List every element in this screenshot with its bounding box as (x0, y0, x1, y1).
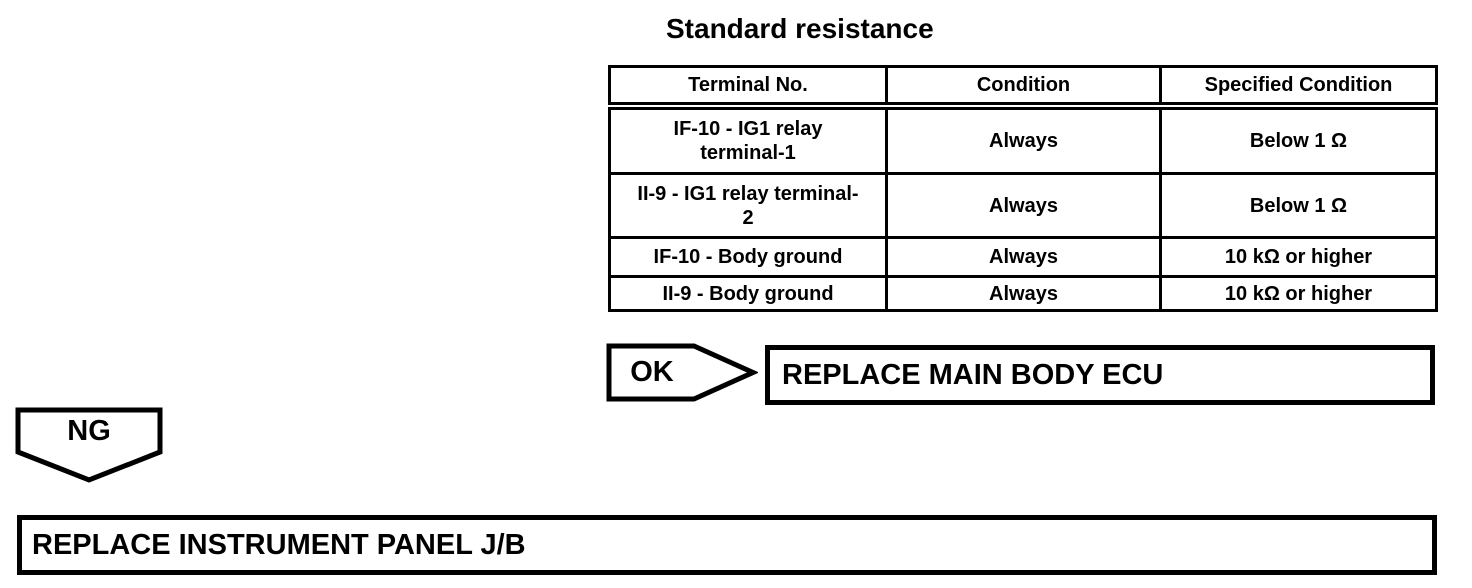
ng-action-label: REPLACE INSTRUMENT PANEL J/B (32, 528, 526, 561)
header-terminal-no: Terminal No. (608, 65, 888, 110)
ok-action-label: REPLACE MAIN BODY ECU (782, 358, 1164, 391)
header-specified-condition: Specified Condition (1159, 65, 1438, 110)
table-row: IF-10 - Body ground Always 10 kΩ or high… (608, 236, 1438, 278)
terminal-cell: IF-10 - Body ground (608, 236, 888, 278)
specified-cell: 10 kΩ or higher (1159, 275, 1438, 312)
terminal-cell: II-9 - IG1 relay terminal- 2 (608, 172, 888, 239)
terminal-cell: II-9 - Body ground (608, 275, 888, 312)
table-row: IF-10 - IG1 relay terminal-1 Always Belo… (608, 104, 1438, 175)
ok-action-box: REPLACE MAIN BODY ECU (765, 345, 1435, 405)
condition-cell: Always (885, 275, 1162, 312)
header-condition: Condition (885, 65, 1162, 110)
specified-cell: Below 1 Ω (1159, 172, 1438, 239)
table-header-row: Terminal No. Condition Specified Conditi… (608, 65, 1438, 110)
table-row: II-9 - Body ground Always 10 kΩ or highe… (608, 275, 1438, 312)
specified-cell: 10 kΩ or higher (1159, 236, 1438, 278)
condition-cell: Always (885, 104, 1162, 175)
ng-action-box: REPLACE INSTRUMENT PANEL J/B (17, 515, 1437, 575)
table-title: Standard resistance (666, 13, 934, 44)
standard-resistance-table: Terminal No. Condition Specified Conditi… (608, 65, 1438, 312)
condition-cell: Always (885, 172, 1162, 239)
ng-arrow-icon (15, 407, 163, 483)
table-row: II-9 - IG1 relay terminal- 2 Always Belo… (608, 172, 1438, 239)
terminal-cell: IF-10 - IG1 relay terminal-1 (608, 104, 888, 175)
condition-cell: Always (885, 236, 1162, 278)
specified-cell: Below 1 Ω (1159, 104, 1438, 175)
ok-arrow-icon (606, 343, 758, 402)
